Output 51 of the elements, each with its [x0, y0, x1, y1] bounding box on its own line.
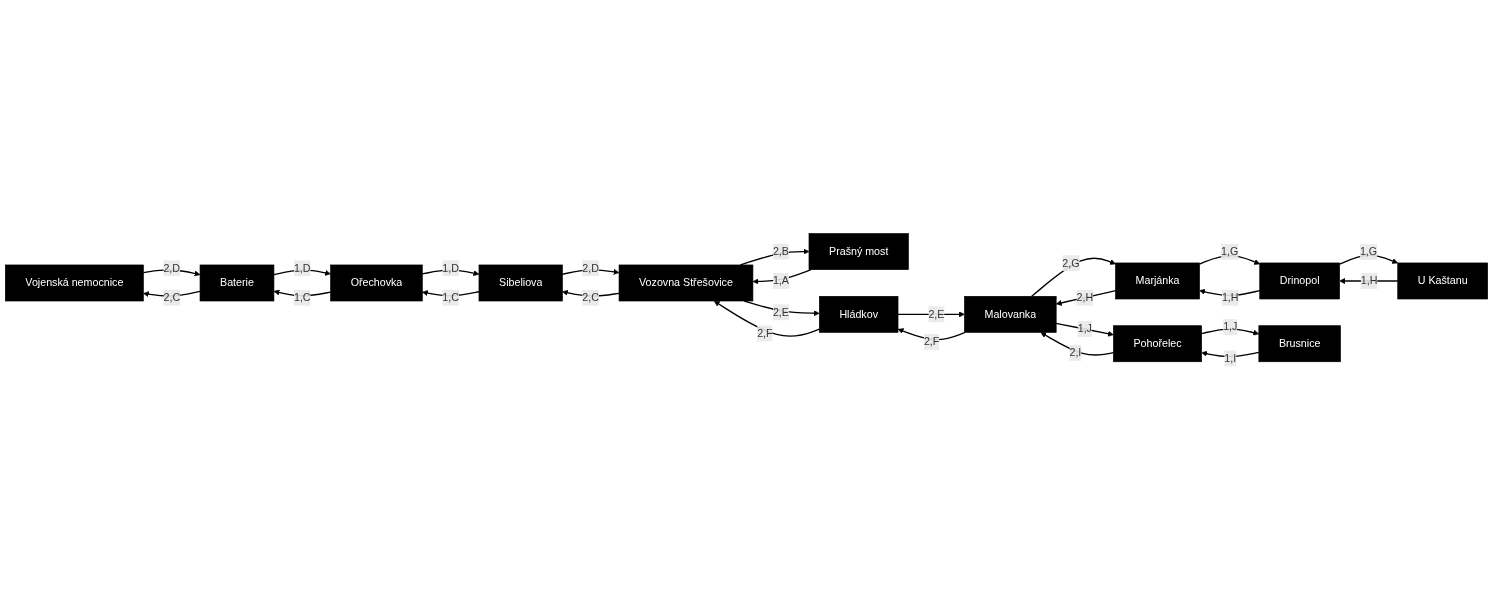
- arrow: [562, 289, 620, 297]
- edge-label: 1,D: [442, 262, 459, 274]
- edge-label: 2,G: [1062, 257, 1080, 269]
- edge-label: 2,D: [163, 262, 181, 274]
- node-box: Pohořelec: [1113, 325, 1202, 363]
- edge-label: 1,H: [1221, 291, 1239, 304]
- node-box: Hládkov: [819, 296, 899, 333]
- arrow: [1198, 254, 1260, 265]
- edge-label: 1,I: [1224, 352, 1237, 364]
- arrow: [561, 268, 620, 275]
- node-box: U Kaštanu: [1397, 262, 1488, 300]
- edge-label: 2,D: [582, 262, 599, 274]
- edge-label: 2,B: [772, 245, 789, 257]
- arrow: [1338, 254, 1398, 265]
- edge-label: 2,F: [923, 335, 940, 348]
- edge-label: 1,D: [293, 262, 311, 274]
- edge-label: 2,E: [772, 306, 789, 318]
- edge-label: 2,H: [1076, 291, 1094, 304]
- edge-label: 2,C: [582, 291, 599, 303]
- edge-label: 1,G: [1359, 245, 1378, 258]
- edge-label: 2,I: [1069, 346, 1082, 359]
- arrow: [1031, 257, 1116, 297]
- edge-label: 1,J: [1077, 323, 1092, 335]
- arrow: [1201, 350, 1260, 358]
- node-box: Marjánka: [1115, 262, 1200, 300]
- arrow: [1199, 288, 1261, 297]
- edge-label: 1,A: [772, 274, 789, 287]
- node-box: Ořechovka: [330, 264, 423, 302]
- node-box: Prašný most: [808, 233, 909, 270]
- edge-label: 1,C: [442, 291, 459, 303]
- node-box: Malovanka: [964, 296, 1057, 333]
- edge-label: 2,F: [757, 327, 773, 339]
- edge-label: 2,E: [928, 308, 945, 320]
- edge-label: 1,J: [1223, 321, 1238, 333]
- arrow: [143, 290, 201, 298]
- node-box: Brusnice: [1258, 325, 1341, 363]
- arrow: [1055, 322, 1114, 337]
- arrow: [273, 289, 332, 297]
- node-box: Vozovna Střešovice: [618, 264, 754, 302]
- edge-label: 1,C: [293, 291, 311, 304]
- node-box: Drinopol: [1259, 262, 1340, 300]
- edge-label: 1,G: [1221, 245, 1239, 258]
- edge-label: 1,H: [1360, 274, 1378, 287]
- node-box: Vojenská nemocnice: [5, 264, 144, 302]
- arrow: [273, 269, 331, 276]
- node-box: Baterie: [199, 264, 275, 302]
- arrow: [1339, 278, 1399, 284]
- arrow: [1055, 289, 1117, 306]
- node-box: Sibeliova: [478, 264, 563, 302]
- arrow: [422, 290, 480, 297]
- edge-label: 2,C: [163, 291, 181, 303]
